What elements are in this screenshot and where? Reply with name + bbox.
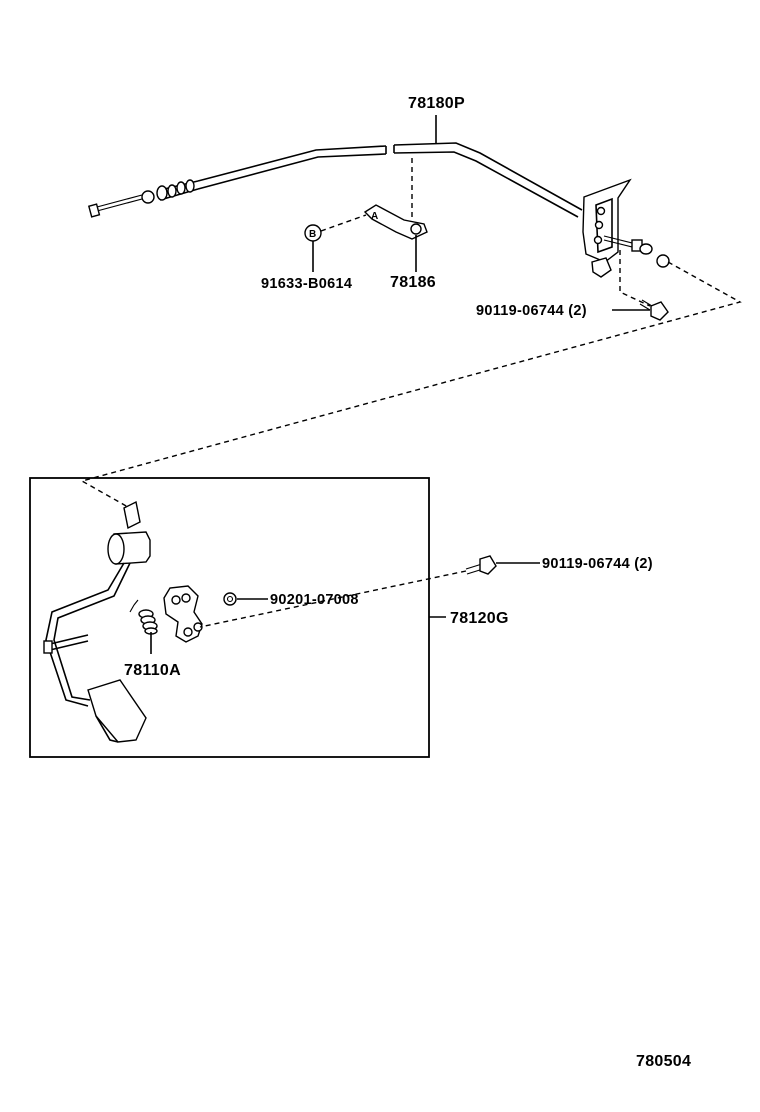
callout-b: B xyxy=(309,229,316,240)
callout-a: A xyxy=(371,211,378,222)
accelerator-pedal[interactable] xyxy=(43,500,151,743)
clamp-78186[interactable]: A xyxy=(363,204,428,240)
accelerator-cable[interactable] xyxy=(87,142,583,218)
leader-dashed-bolt-bracket xyxy=(199,570,467,628)
return-spring-78110A[interactable] xyxy=(129,599,158,635)
pedal-assembly-box xyxy=(29,477,430,758)
leader-dashed-cable-to-pedal xyxy=(80,261,742,508)
illustration-id: 780504 xyxy=(636,1053,691,1070)
bolt-middle[interactable] xyxy=(465,555,497,575)
leader-dashed-bracket-bolt xyxy=(619,250,651,307)
label-90201-07008: 90201-07008 xyxy=(270,592,359,608)
washer-90201-07008[interactable] xyxy=(223,592,237,606)
label-91633-B0614: 91633-B0614 xyxy=(261,276,352,292)
label-90119-06744-upper: 90119-06744 (2) xyxy=(476,303,587,319)
clip-callout-b[interactable]: B xyxy=(304,224,322,242)
pedal-bracket xyxy=(163,585,203,643)
label-78180P: 78180P xyxy=(408,95,465,112)
cable-bracket xyxy=(582,178,670,278)
bolt-upper[interactable] xyxy=(639,299,669,321)
label-78120G: 78120G xyxy=(450,610,509,627)
label-90119-06744-middle: 90119-06744 (2) xyxy=(542,556,653,572)
leader-dashed-clip xyxy=(320,214,367,232)
label-78186: 78186 xyxy=(390,274,436,291)
label-78110A: 78110A xyxy=(124,662,181,679)
